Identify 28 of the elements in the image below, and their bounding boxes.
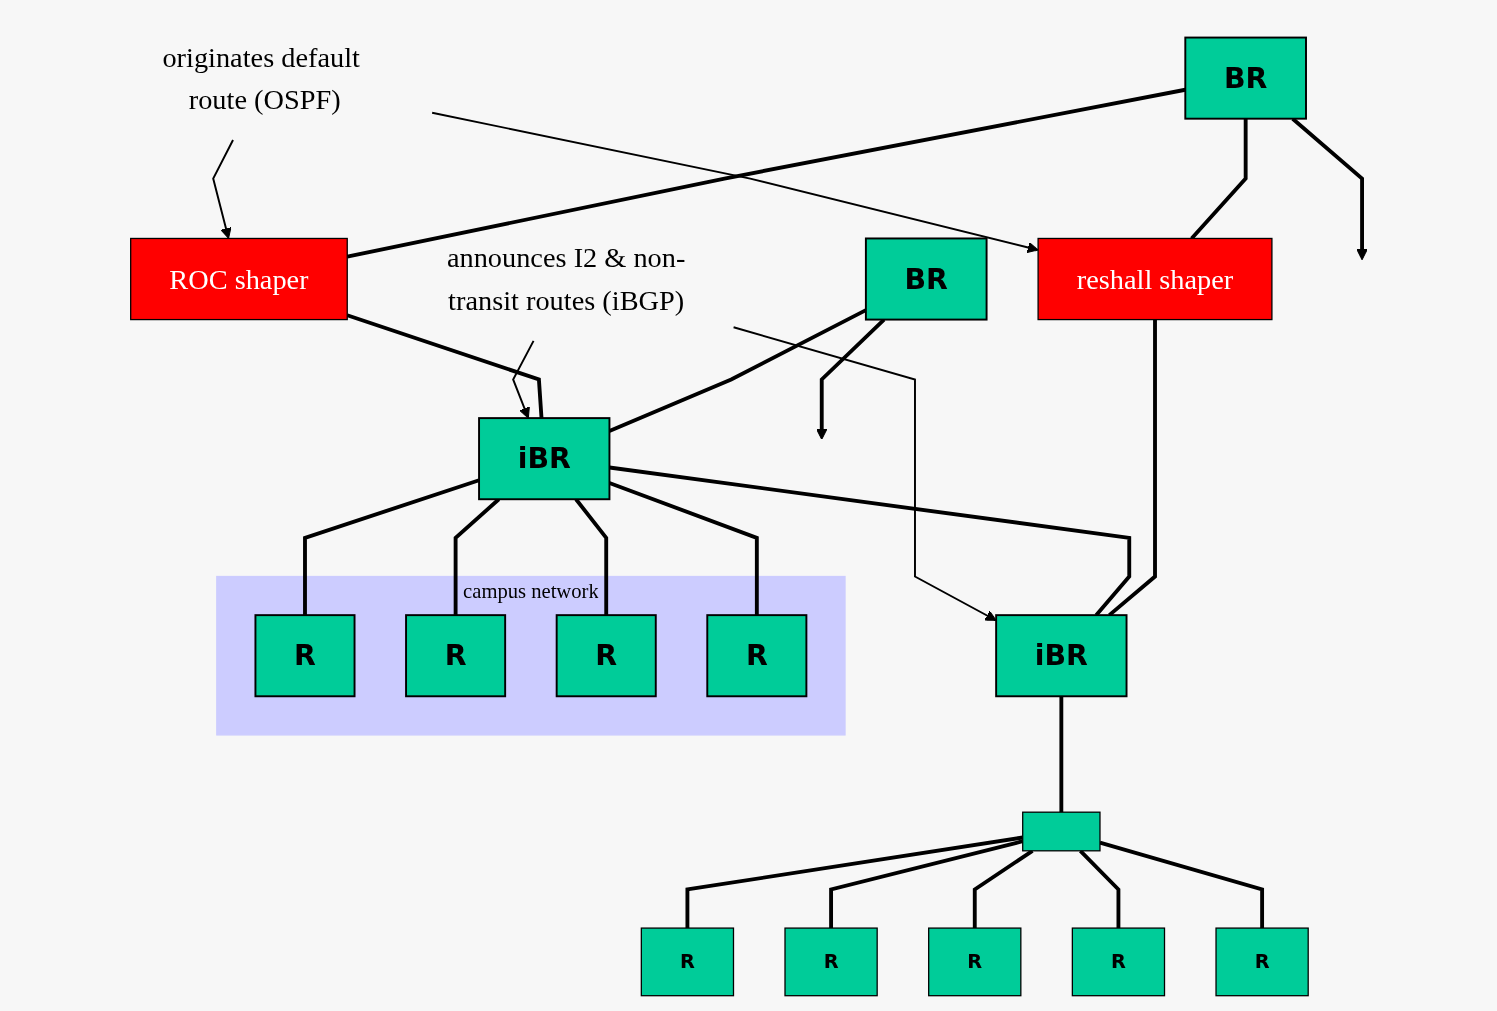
node-bar	[1021, 811, 1101, 851]
connector	[828, 838, 1023, 928]
node-box: ROC shaper	[129, 237, 348, 320]
node-text: announces I2 & non-transit routes (iBGP)	[446, 241, 685, 316]
node-box: R	[783, 926, 878, 996]
node-box: reshall shaper	[1036, 237, 1273, 320]
connector	[608, 480, 759, 615]
connector	[346, 312, 543, 418]
node-box: R	[705, 613, 807, 697]
node-box: R	[253, 613, 355, 697]
node-text: originates default route (OSPF)	[161, 40, 360, 115]
node-box: iBR	[994, 613, 1127, 697]
node-box: R	[404, 613, 506, 697]
connector	[453, 497, 500, 615]
node-box: iBR	[477, 416, 610, 500]
connector	[608, 465, 1131, 616]
connector	[685, 835, 1023, 928]
arrow	[211, 138, 234, 239]
node-box: R	[555, 613, 657, 697]
connector	[1058, 695, 1063, 812]
node-box: R	[1071, 926, 1165, 996]
connector	[573, 497, 608, 615]
node-box: BR	[1183, 36, 1307, 120]
node-box: R	[1214, 926, 1309, 996]
node-box: R	[640, 926, 734, 996]
node-box: R	[927, 926, 1021, 996]
arrow	[511, 339, 534, 419]
node-box: BR	[864, 237, 988, 321]
